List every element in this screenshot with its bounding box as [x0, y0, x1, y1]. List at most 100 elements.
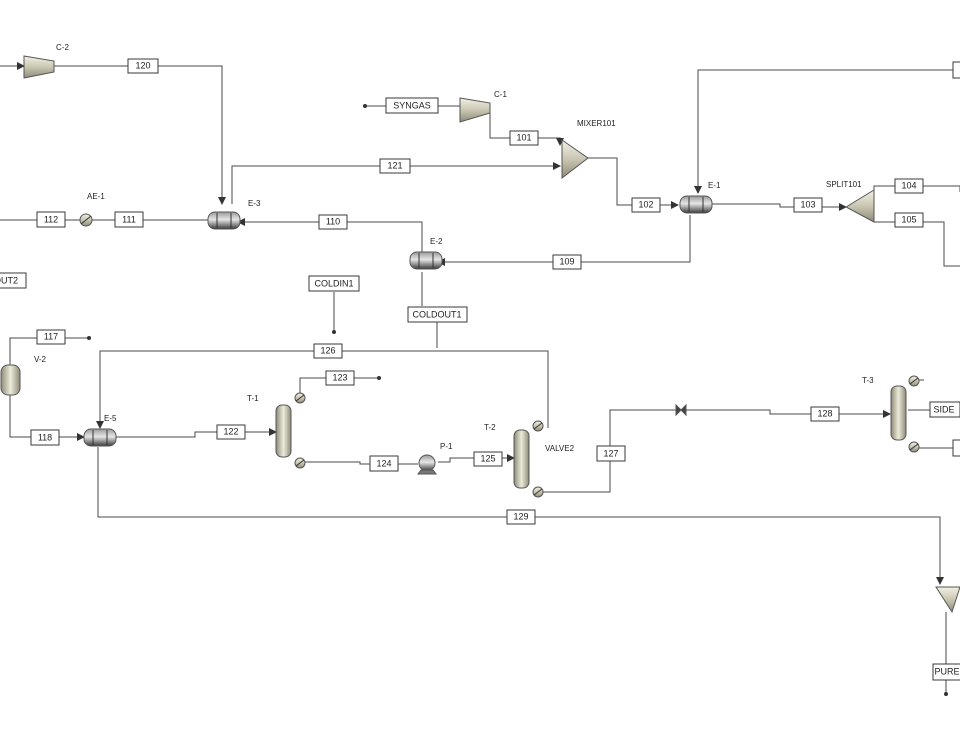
stream-label: 122: [223, 426, 238, 436]
stream-tag-111[interactable]: 111: [114, 211, 144, 228]
flow-lines: [0, 62, 960, 694]
stream-tag-side[interactable]: SIDE: [929, 401, 960, 418]
stream-label: 121: [387, 160, 402, 170]
stream-tag-123[interactable]: 123: [325, 370, 355, 386]
stream-tag-syngas[interactable]: SYNGAS: [385, 97, 439, 114]
stream-label: SIDE: [933, 404, 954, 414]
stream-tag-101[interactable]: 101: [509, 130, 539, 146]
stream-label: COLDIN1: [314, 278, 353, 288]
stream-label: 104: [901, 180, 916, 190]
vessel-v2[interactable]: V-2: [0, 355, 47, 396]
stream-tag-126[interactable]: 126: [313, 343, 343, 359]
pump-p1[interactable]: P-1: [417, 442, 453, 475]
compressor-c1[interactable]: C-1: [459, 90, 507, 123]
stream-tag-128[interactable]: 128: [810, 406, 840, 422]
valve-valve2[interactable]: VALVE2: [545, 403, 687, 453]
flow-line: [237, 218, 423, 252]
splitter-bottom[interactable]: [935, 586, 960, 614]
flow-line: [686, 409, 891, 418]
stream-tag-102[interactable]: 102: [631, 197, 661, 213]
label-e5: E-5: [104, 414, 117, 423]
stream-label: 127: [603, 448, 618, 458]
flow-line: [231, 162, 561, 204]
air-cooler-ae1[interactable]: AE-1: [79, 192, 105, 227]
stream-label: 102: [638, 199, 653, 209]
label-mixer101: MIXER101: [577, 119, 616, 128]
column-t1[interactable]: T-1: [247, 392, 306, 469]
label-t3: T-3: [862, 376, 874, 385]
stream-tag-122[interactable]: 122: [216, 424, 246, 440]
edge-tag: [952, 61, 960, 79]
stream-label: 117: [44, 331, 58, 341]
column-t3[interactable]: T-3: [862, 375, 920, 453]
compressor-c2[interactable]: C-2: [23, 43, 69, 79]
stream-tag-112[interactable]: 112: [36, 211, 66, 228]
stream-tag-117[interactable]: 117: [36, 329, 66, 345]
stream-tag-118[interactable]: 118: [30, 429, 60, 446]
stream-label: COLDOUT1: [412, 309, 461, 319]
heat-exchanger-e2[interactable]: E-2: [409, 237, 443, 270]
stream-label: OUT2: [0, 275, 18, 285]
label-e3: E-3: [248, 199, 261, 208]
flow-line: [712, 203, 847, 211]
stream-tag-120[interactable]: 120: [127, 58, 159, 74]
stream-tag-out2[interactable]: OUT2: [0, 272, 27, 289]
column-t2[interactable]: T-2: [484, 420, 544, 498]
stream-tag-coldout1[interactable]: COLDOUT1: [407, 306, 468, 323]
stream-label: 124: [376, 458, 391, 468]
stream-label: 101: [516, 132, 531, 142]
stream-end-dot: [363, 104, 367, 108]
flow-line: [694, 69, 960, 194]
flow-line: [300, 461, 418, 465]
label-e1: E-1: [708, 181, 721, 190]
stream-tag-129[interactable]: 129: [506, 509, 536, 525]
flow-line: [96, 350, 549, 429]
stream-end-dot: [87, 336, 91, 340]
flow-line: [437, 215, 691, 266]
stream-tag-103[interactable]: 103: [793, 197, 823, 213]
flow-line: [114, 428, 277, 438]
label-v2: V-2: [34, 355, 47, 364]
stream-label: 126: [320, 345, 335, 355]
stream-tag-104[interactable]: 104: [894, 178, 924, 194]
stream-tag-pure[interactable]: PURE: [932, 663, 960, 681]
label-ae1: AE-1: [87, 192, 105, 201]
stream-label: PURE: [934, 666, 959, 676]
stream-tag-121[interactable]: 121: [379, 158, 411, 174]
heat-exchanger-e5[interactable]: E-5: [83, 414, 117, 447]
stream-label: 110: [326, 216, 340, 226]
label-split101: SPLIT101: [826, 180, 862, 189]
mixer-mixer101[interactable]: MIXER101: [561, 119, 616, 180]
stream-tag-125[interactable]: 125: [473, 451, 503, 467]
stream-label: 105: [901, 214, 916, 224]
label-c2: C-2: [56, 43, 69, 52]
stream-label: 123: [332, 372, 347, 382]
stream-label: 129: [513, 511, 528, 521]
edge-tag: [952, 439, 960, 457]
flow-line: [54, 65, 226, 205]
stream-label: 118: [38, 432, 52, 442]
label-t1: T-1: [247, 394, 259, 403]
stream-tag-127[interactable]: 127: [596, 445, 626, 462]
stream-tag-105[interactable]: 105: [894, 212, 924, 228]
stream-tag-124[interactable]: 124: [369, 455, 399, 472]
stream-tag-coldin1[interactable]: COLDIN1: [308, 275, 360, 292]
stream-end-dot: [377, 376, 381, 380]
stream-label: 111: [122, 214, 136, 224]
heat-exchanger-e1[interactable]: E-1: [679, 181, 721, 214]
stream-tag-109[interactable]: 109: [552, 254, 582, 270]
stream-label: 125: [480, 453, 495, 463]
label-valve2: VALVE2: [545, 444, 575, 453]
stream-label: 120: [135, 60, 150, 70]
splitter-split101[interactable]: SPLIT101: [826, 180, 875, 223]
stream-label: SYNGAS: [393, 100, 431, 110]
label-t2: T-2: [484, 423, 496, 432]
label-c1: C-1: [494, 90, 507, 99]
flow-line: [421, 272, 438, 348]
label-e2: E-2: [430, 237, 443, 246]
label-p1: P-1: [440, 442, 453, 451]
heat-exchanger-e3[interactable]: E-3: [207, 199, 261, 230]
stream-tag-110[interactable]: 110: [318, 214, 348, 230]
stream-label: 109: [559, 256, 574, 266]
